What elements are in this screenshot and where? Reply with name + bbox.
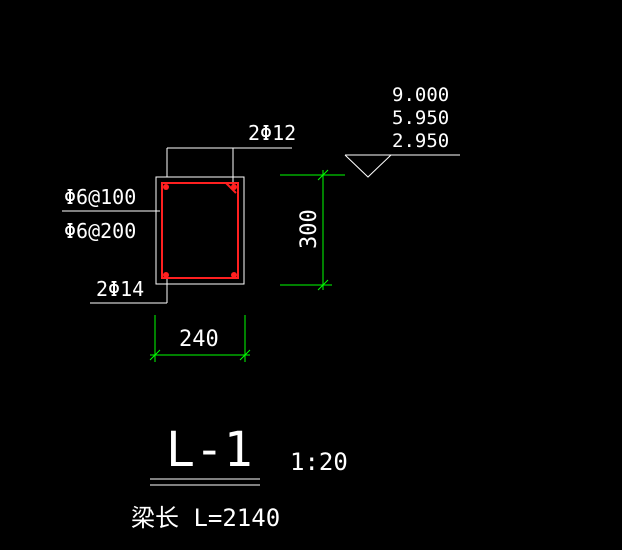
rebar-dots: [163, 184, 237, 278]
height-dimension-label: 300: [297, 209, 322, 249]
elevation-3: 2.950: [392, 130, 449, 152]
dimensions: [149, 169, 345, 362]
concrete-section: [155, 176, 245, 285]
elevation-2: 5.950: [392, 107, 449, 129]
rebar-bottom-right: [231, 272, 237, 278]
beam-title: L-1: [166, 422, 253, 478]
width-dimension-label: 240: [179, 327, 219, 352]
bottom-rebar-label: 2Φ14: [96, 277, 144, 301]
stirrup-dense-label: Φ6@100: [64, 185, 136, 209]
beam-outline: [62, 147, 460, 486]
stirrup-sparse-label: Φ6@200: [64, 219, 136, 243]
stirrup-hook: [225, 182, 237, 194]
elevation-1: 9.000: [392, 84, 449, 106]
rebar-bottom-left: [163, 272, 169, 278]
stirrup: [161, 182, 239, 279]
top-rebar-label: 2Φ12: [248, 121, 296, 145]
rebar-top-right: [231, 184, 237, 190]
stirrup-rect: [161, 182, 239, 279]
drawing-scale: 1:20: [290, 448, 348, 476]
rebar-top-left: [163, 184, 169, 190]
beam-length-note: 梁长 L=2140: [131, 504, 280, 532]
